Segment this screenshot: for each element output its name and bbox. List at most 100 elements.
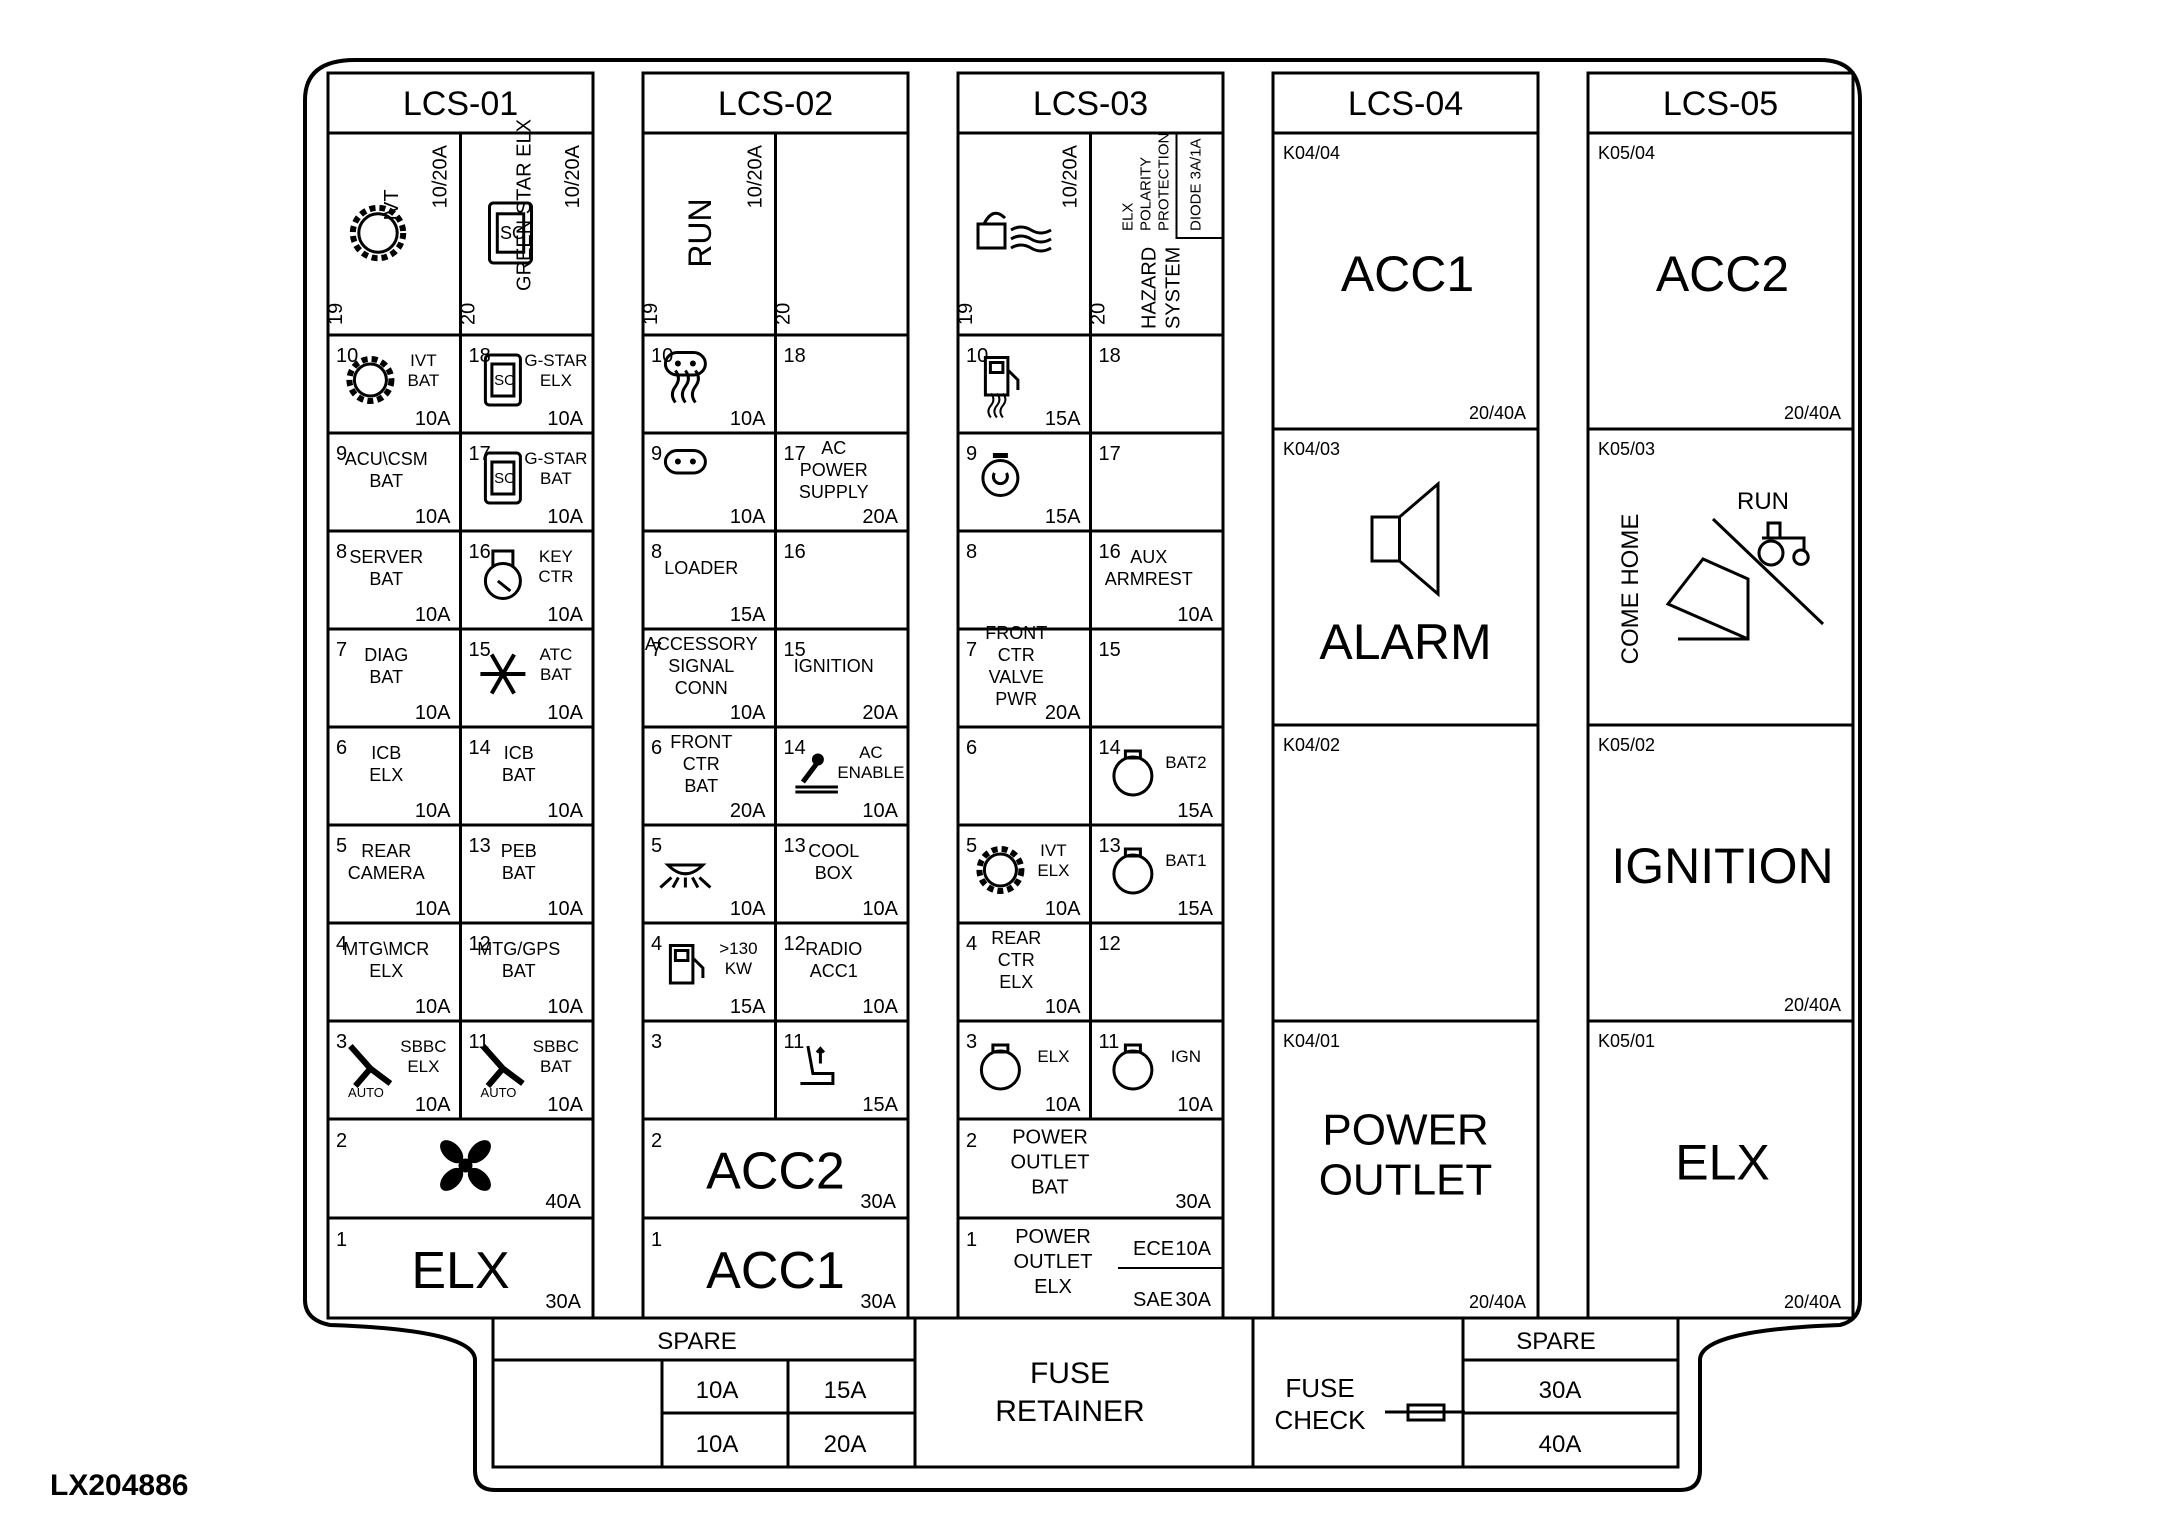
relay-label: ACC1 — [1341, 246, 1474, 302]
fuse-rating: 40A — [545, 1191, 581, 1213]
dot — [689, 458, 696, 465]
fuse-number: 16 — [784, 541, 806, 563]
fuse-cell — [641, 1019, 777, 1121]
relay-label: ALARM — [1319, 614, 1491, 670]
fuse-number: 3 — [966, 1031, 977, 1053]
hazard-label: SYSTEM — [1163, 247, 1185, 329]
fuse-rating: 10A — [415, 1094, 451, 1116]
fuse-label: ACCESSORY — [645, 634, 758, 654]
fuse-number: 1 — [336, 1229, 347, 1251]
fuse-rating: 10/20A — [562, 144, 584, 208]
fuse-label: IVT — [1040, 841, 1066, 860]
bottom-strip-border — [491, 1316, 1680, 1469]
fuse-label: >130 — [719, 939, 757, 958]
hazard-label: HAZARD — [1139, 247, 1161, 329]
spare-fuse-rating: 30A — [1539, 1377, 1582, 1404]
fuse-label: MTG/GPS — [477, 939, 560, 959]
fuse-label: VALVE — [989, 667, 1044, 687]
fuse-number: 1 — [651, 1229, 662, 1251]
relay-id: K04/03 — [1283, 439, 1340, 459]
fuse-check-label: FUSE — [1285, 1373, 1354, 1403]
fuse-number: 12 — [784, 933, 806, 955]
fuse-label: PWR — [995, 689, 1037, 709]
fuse-label: BAT2 — [1165, 753, 1206, 772]
fuse-rating: 15A — [1045, 506, 1081, 528]
fuse-number: 9 — [336, 443, 347, 465]
fuse-label: OUTLET — [1011, 1152, 1090, 1174]
fuse-rating: 20A — [862, 506, 898, 528]
relay-label: POWER — [1322, 1106, 1488, 1155]
dome-light-icon — [659, 863, 712, 889]
fuse-label: BAT — [540, 1057, 572, 1076]
fuse-label: SERVER — [349, 547, 423, 567]
fuse-number: 4 — [336, 933, 347, 955]
fuse-label: SIGNAL — [668, 656, 734, 676]
panel-title: LCS-01 — [403, 85, 518, 123]
fuse-number: 17 — [784, 443, 806, 465]
fuse-label: POWER — [1015, 1226, 1091, 1248]
fuse-rating: 10A — [1177, 604, 1213, 626]
fuse-label: GREEN STAR ELX — [514, 119, 536, 291]
fuse-label: ACC1 — [706, 1242, 845, 1300]
fuse-number: 20 — [1088, 303, 1110, 325]
fuse-number: 10 — [336, 345, 358, 367]
fuse-label: CONN — [675, 678, 728, 698]
fuse-label: IVT — [410, 351, 436, 370]
spare-right-title: SPARE — [1516, 1328, 1596, 1355]
ece-label: ECE — [1133, 1238, 1174, 1260]
socket-icon — [1112, 1043, 1154, 1091]
sae-label: SAE — [1133, 1289, 1173, 1311]
fuse-number: 7 — [336, 639, 347, 661]
spare-fuse-rating: 15A — [824, 1377, 867, 1404]
panel-title: LCS-05 — [1663, 85, 1778, 123]
fuse-number: 15 — [469, 639, 491, 661]
fan-icon — [440, 1140, 491, 1191]
fuse-rating: 10A — [547, 800, 583, 822]
socket-icon — [1112, 749, 1154, 797]
fuse-label: AC — [821, 438, 846, 458]
fuse-rating: 15A — [1045, 408, 1081, 430]
spare-fuse-rating: 10A — [696, 1377, 739, 1404]
fuse-label: ELX — [407, 1057, 439, 1076]
fuse-label: KW — [725, 959, 752, 978]
fuse-number: 15 — [1099, 639, 1121, 661]
panel-title: LCS-03 — [1033, 85, 1148, 123]
fuse-rating: 10A — [862, 996, 898, 1018]
fuse-number: 8 — [336, 541, 347, 563]
fuse-label: FRONT — [985, 623, 1047, 643]
relay-cell — [1271, 427, 1540, 727]
fuse-label: CTR — [998, 645, 1035, 665]
fuse-rating: 10A — [1177, 1094, 1213, 1116]
diode-text: DIODE 3A/1A — [1188, 138, 1205, 231]
fuse-label: BAT — [369, 569, 403, 589]
fuse-label: G-STAR — [524, 449, 587, 468]
ece-rating: 10A — [1175, 1238, 1211, 1260]
sprocket-icon — [346, 356, 395, 404]
fuse-rating: 10A — [730, 898, 766, 920]
fuse-label: BOX — [815, 863, 853, 883]
fuse-label: BAT — [502, 765, 536, 785]
relay-cell — [1271, 723, 1540, 1023]
elx-polarity-text: ELX — [1120, 203, 1137, 231]
relay-label: ACC2 — [1656, 246, 1789, 302]
fuse-rating: 10A — [547, 1094, 583, 1116]
fuse-number: 9 — [651, 443, 662, 465]
iso-monitor-icon: ISO — [483, 451, 522, 505]
fuse-check-label: CHECK — [1274, 1405, 1366, 1435]
fuse-number: 10 — [966, 345, 988, 367]
fuse-label: CTR — [683, 754, 720, 774]
fuse-label: ELX — [999, 972, 1033, 992]
fuse-rating: 20A — [730, 800, 766, 822]
fuse-label: CTR — [998, 950, 1035, 970]
fuse-number: 15 — [784, 639, 806, 661]
relay-rating: 20/40A — [1784, 403, 1841, 423]
fuse-number: 9 — [966, 443, 977, 465]
fuse-label: SBBC — [400, 1037, 446, 1056]
fuse-number: 5 — [336, 835, 347, 857]
fuse-label: PEB — [501, 841, 537, 861]
fuse-rating: 10A — [415, 996, 451, 1018]
fuse-rating: 20A — [1045, 702, 1081, 724]
sprocket-icon — [976, 846, 1025, 894]
